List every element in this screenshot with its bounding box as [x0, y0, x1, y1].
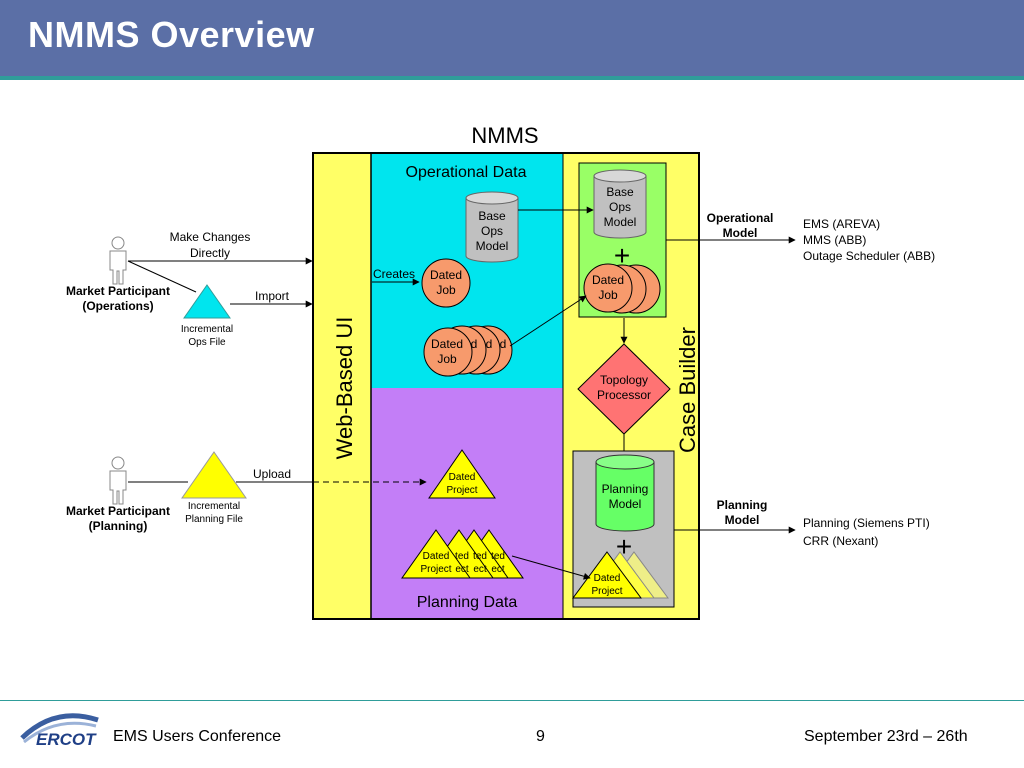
svg-text:Model: Model [609, 497, 642, 511]
mms-abb: MMS (ABB) [803, 233, 866, 247]
svg-text:Job: Job [436, 283, 456, 297]
plus-sign-ops: + [614, 240, 630, 271]
svg-text:d: d [471, 337, 478, 351]
incremental-planning-file-label-1: Incremental [188, 501, 240, 512]
svg-text:Job: Job [437, 352, 457, 366]
dated-project-triangle: Dated Project [428, 449, 496, 499]
svg-text:ted: ted [455, 551, 469, 562]
svg-text:ERCOT: ERCOT [36, 730, 97, 749]
import-label: Import [255, 289, 290, 303]
ems-areva: EMS (AREVA) [803, 217, 880, 231]
incremental-planning-file-label-2: Planning File [185, 514, 243, 525]
svg-text:Dated: Dated [594, 573, 621, 584]
participant-planning-label-2: (Planning) [89, 519, 148, 533]
planning-siemens-pti: Planning (Siemens PTI) [803, 516, 930, 530]
svg-text:Model: Model [604, 215, 637, 229]
dated-job-stack: Dated Job d d d [423, 325, 513, 377]
svg-text:Project: Project [446, 485, 477, 496]
svg-text:Dated: Dated [423, 551, 450, 562]
market-participant-planning-figure [109, 456, 127, 505]
footer-page-number: 9 [536, 728, 545, 745]
footer-dates: September 23rd – 26th [804, 728, 968, 745]
creates-label: Creates [373, 267, 415, 281]
planning-data-label: Planning Data [417, 594, 518, 611]
svg-text:Project: Project [420, 564, 451, 575]
svg-text:Dated: Dated [431, 337, 463, 351]
svg-text:Model: Model [476, 239, 509, 253]
svg-text:Base: Base [606, 185, 634, 199]
dated-project-right-stack: Dated Project [572, 551, 669, 599]
svg-text:ect: ect [455, 564, 469, 575]
operational-model-label-2: Model [723, 226, 758, 240]
operational-data-label: Operational Data [406, 164, 527, 181]
planning-model-label-1: Planning [717, 498, 768, 512]
footer-rule [0, 700, 1024, 701]
dated-job-right-stack: Dated Job [583, 263, 661, 314]
outage-scheduler-abb: Outage Scheduler (ABB) [803, 249, 935, 263]
incremental-ops-file-label-1: Incremental [181, 324, 233, 335]
ercot-logo: ERCOT [20, 713, 99, 749]
base-ops-model-cylinder-right: Base Ops Model [593, 169, 647, 239]
svg-text:Processor: Processor [597, 388, 651, 402]
svg-text:Job: Job [598, 288, 618, 302]
participant-planning-label-1: Market Participant [66, 504, 170, 518]
svg-text:d: d [500, 337, 507, 351]
nmms-label: NMMS [471, 123, 538, 148]
footer-conference: EMS Users Conference [113, 728, 282, 745]
crr-nexant: CRR (Nexant) [803, 534, 878, 548]
upload-label: Upload [253, 467, 291, 481]
svg-text:Ops: Ops [609, 200, 631, 214]
incremental-ops-file-label-2: Ops File [188, 337, 226, 348]
topology-processor-diamond: Topology Processor [577, 343, 671, 435]
dated-project-stack: Dated Project ted ect ted ect ted ect [401, 529, 524, 579]
planning-model-label-2: Model [725, 513, 760, 527]
base-ops-model-cylinder-left: Base Ops Model [465, 191, 519, 263]
svg-text:Base: Base [478, 209, 506, 223]
planning-model-cylinder: Planning Model [595, 454, 655, 532]
svg-text:d: d [486, 337, 493, 351]
svg-text:ect: ect [473, 564, 487, 575]
make-changes-label-2: Directly [190, 246, 230, 260]
web-based-ui-label: Web-Based UI [332, 317, 357, 460]
svg-text:ect: ect [491, 564, 505, 575]
case-builder-label: Case Builder [675, 327, 700, 453]
svg-text:Dated: Dated [449, 472, 476, 483]
title-bar-rule [0, 76, 1024, 80]
svg-text:Project: Project [591, 586, 622, 597]
svg-text:Planning: Planning [602, 482, 649, 496]
slide-title: NMMS Overview [28, 14, 315, 55]
planning-data-region [371, 388, 563, 618]
svg-text:ted: ted [491, 551, 505, 562]
dated-job-circle: Dated Job [421, 258, 471, 308]
svg-text:Dated: Dated [430, 268, 462, 282]
market-participant-operations-figure [109, 236, 127, 285]
svg-text:Dated: Dated [592, 273, 624, 287]
incremental-ops-file-triangle [183, 284, 231, 319]
participant-ops-label-2: (Operations) [82, 299, 153, 313]
svg-text:Ops: Ops [481, 224, 503, 238]
title-bar [0, 0, 1024, 76]
incremental-planning-file-triangle [181, 451, 247, 499]
svg-text:Topology: Topology [600, 373, 648, 387]
participant-ops-label-1: Market Participant [66, 284, 170, 298]
svg-text:ted: ted [473, 551, 487, 562]
make-changes-label-1: Make Changes [170, 230, 251, 244]
operational-model-label-1: Operational [707, 211, 774, 225]
